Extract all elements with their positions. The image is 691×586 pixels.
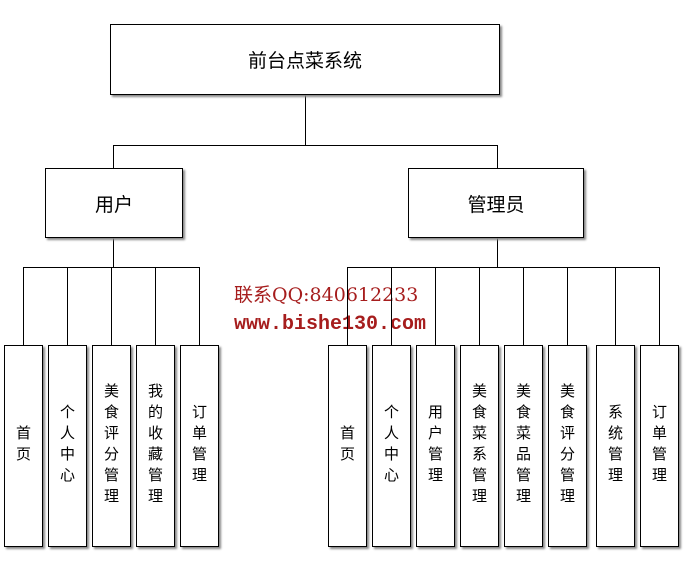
watermark-url: www.bishe130.com xyxy=(234,313,427,336)
admin-child-node: 美食菜品管理 xyxy=(504,345,543,547)
connector xyxy=(391,267,392,345)
connector xyxy=(113,238,114,267)
admin-child-node: 美食菜系管理 xyxy=(460,345,499,547)
connector xyxy=(347,267,348,345)
connector xyxy=(479,267,480,345)
user-child-node: 个人中心 xyxy=(48,345,87,547)
admin-child-node: 订单管理 xyxy=(640,345,679,547)
admin-child-node: 个人中心 xyxy=(372,345,411,547)
connector xyxy=(199,267,200,345)
admin-child-node: 首页 xyxy=(328,345,367,547)
admin-child-node: 美食评分管理 xyxy=(548,345,587,547)
admin-child-node: 系统管理 xyxy=(596,345,635,547)
connector xyxy=(113,145,114,168)
connector xyxy=(497,145,498,168)
connector xyxy=(497,238,498,267)
connector xyxy=(523,267,524,345)
connector xyxy=(67,267,68,345)
connector xyxy=(111,267,112,345)
connector xyxy=(113,145,498,146)
connector xyxy=(615,267,616,345)
user-node: 用户 xyxy=(45,168,183,238)
connector xyxy=(347,267,660,268)
root-node: 前台点菜系统 xyxy=(110,24,500,95)
connector xyxy=(435,267,436,345)
connector xyxy=(659,267,660,345)
connector xyxy=(23,267,24,345)
connector xyxy=(305,95,306,145)
user-child-node: 首页 xyxy=(4,345,43,547)
connector xyxy=(155,267,156,345)
user-child-node: 我的收藏管理 xyxy=(136,345,175,547)
admin-child-node: 用户管理 xyxy=(416,345,455,547)
user-child-node: 美食评分管理 xyxy=(92,345,131,547)
admin-node: 管理员 xyxy=(408,168,584,238)
connector xyxy=(567,267,568,345)
user-child-node: 订单管理 xyxy=(180,345,219,547)
watermark-contact: 联系QQ:840612233 xyxy=(234,284,419,306)
